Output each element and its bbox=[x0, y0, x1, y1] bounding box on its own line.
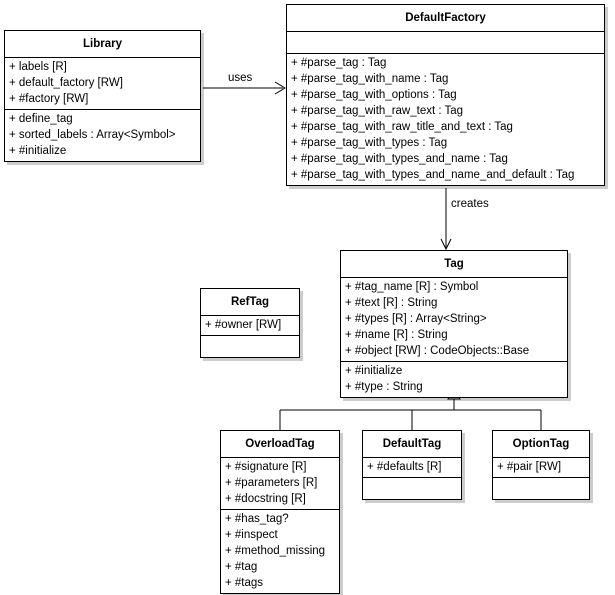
attribute-row: + #tag_name [R] : Symbol bbox=[345, 281, 479, 293]
class-attributes-default-factory bbox=[287, 32, 604, 54]
attribute-row: + #signature [R] bbox=[225, 461, 307, 473]
method-row: + sorted_labels : Array<Symbol> bbox=[9, 129, 176, 141]
method-row: + #method_missing bbox=[225, 545, 326, 557]
class-attributes-tag: + #tag_name [R] : Symbol + #text [R] : S… bbox=[341, 278, 567, 362]
method-row: + define_tag bbox=[9, 113, 73, 125]
method-row: + #has_tag? bbox=[225, 513, 289, 525]
attribute-row: + default_factory [RW] bbox=[9, 77, 123, 89]
method-row: + #tags bbox=[225, 577, 264, 589]
class-attributes-library: + labels [R] + default_factory [RW] + #f… bbox=[5, 58, 200, 110]
class-title-default-tag: DefaultTag bbox=[363, 431, 461, 458]
class-title-default-factory: DefaultFactory bbox=[287, 5, 604, 32]
class-title-overload-tag: OverloadTag bbox=[221, 431, 339, 458]
attribute-row: + labels [R] bbox=[9, 61, 67, 73]
class-methods-default-factory: + #parse_tag : Tag + #parse_tag_with_nam… bbox=[287, 54, 604, 185]
method-row: + #initialize bbox=[9, 145, 67, 157]
attribute-row: + #types [R] : Array<String> bbox=[345, 313, 487, 325]
attribute-row: + #object [RW] : CodeObjects::Base bbox=[345, 345, 530, 357]
class-attributes-default-tag: + #defaults [R] bbox=[363, 458, 461, 478]
class-box-tag[interactable]: Tag + #tag_name [R] : Symbol + #text [R]… bbox=[340, 250, 568, 398]
connector-uses bbox=[203, 81, 286, 95]
attribute-row: + #name [R] : String bbox=[345, 329, 448, 341]
class-box-default-tag[interactable]: DefaultTag + #defaults [R] bbox=[362, 430, 462, 500]
edge-label-uses: uses bbox=[228, 72, 253, 84]
class-attributes-ref-tag: + #owner [RW] bbox=[201, 316, 299, 336]
attribute-row: + #text [R] : String bbox=[345, 297, 438, 309]
class-methods-ref-tag bbox=[201, 336, 299, 357]
class-methods-tag: + #initialize + #type : String bbox=[341, 362, 567, 397]
class-box-option-tag[interactable]: OptionTag + #pair [RW] bbox=[492, 430, 590, 500]
class-box-default-factory[interactable]: DefaultFactory + #parse_tag : Tag + #par… bbox=[286, 4, 605, 186]
method-row: + #parse_tag_with_types : Tag bbox=[291, 137, 448, 149]
method-row: + #parse_tag_with_name : Tag bbox=[291, 73, 449, 85]
class-methods-option-tag bbox=[493, 478, 589, 499]
method-row: + #parse_tag_with_options : Tag bbox=[291, 89, 457, 101]
method-row: + #type : String bbox=[345, 381, 423, 393]
class-box-overload-tag[interactable]: OverloadTag + #signature [R] + #paramete… bbox=[220, 430, 340, 594]
method-row: + #parse_tag_with_raw_text : Tag bbox=[291, 105, 464, 117]
attribute-row: + #owner [RW] bbox=[205, 319, 282, 331]
class-box-library[interactable]: Library + labels [R] + default_factory [… bbox=[4, 30, 201, 162]
attribute-row: + #factory [RW] bbox=[9, 93, 89, 105]
attribute-row: + #docstring [R] bbox=[225, 493, 306, 505]
method-row: + #parse_tag_with_types_and_name : Tag bbox=[291, 153, 508, 165]
class-methods-library: + define_tag + sorted_labels : Array<Sym… bbox=[5, 110, 200, 161]
class-title-library: Library bbox=[5, 31, 200, 58]
method-row: + #inspect bbox=[225, 529, 278, 541]
class-title-ref-tag: RefTag bbox=[201, 289, 299, 316]
method-row: + #parse_tag_with_raw_title_and_text : T… bbox=[291, 121, 513, 133]
method-row: + #tag bbox=[225, 561, 258, 573]
class-methods-default-tag bbox=[363, 478, 461, 499]
class-title-option-tag: OptionTag bbox=[493, 431, 589, 458]
edge-label-creates: creates bbox=[451, 198, 489, 210]
class-attributes-option-tag: + #pair [RW] bbox=[493, 458, 589, 478]
class-box-ref-tag[interactable]: RefTag + #owner [RW] bbox=[200, 288, 300, 358]
class-methods-overload-tag: + #has_tag? + #inspect + #method_missing… bbox=[221, 510, 339, 593]
method-row: + #parse_tag : Tag bbox=[291, 57, 387, 69]
method-row: + #initialize bbox=[345, 365, 403, 377]
attribute-row: + #pair [RW] bbox=[497, 461, 562, 473]
method-row: + #parse_tag_with_types_and_name_and_def… bbox=[291, 169, 575, 181]
attribute-row: + #defaults [R] bbox=[367, 461, 442, 473]
class-attributes-overload-tag: + #signature [R] + #parameters [R] + #do… bbox=[221, 458, 339, 510]
class-title-tag: Tag bbox=[341, 251, 567, 278]
connector-creates bbox=[440, 188, 452, 251]
attribute-row: + #parameters [R] bbox=[225, 477, 318, 489]
